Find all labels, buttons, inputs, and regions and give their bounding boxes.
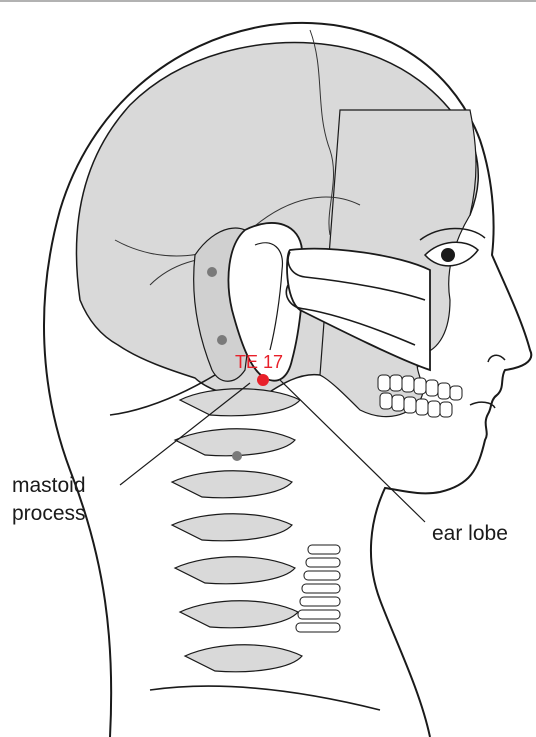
mastoid-label-line2: process [12, 502, 86, 525]
acupoint-dot-1 [207, 267, 217, 277]
eye-pupil [441, 248, 455, 262]
te17-point [257, 374, 269, 386]
acupoint-dot-3 [232, 451, 242, 461]
acupoint-dot-2 [217, 335, 227, 345]
ear-lobe-label: ear lobe [432, 522, 508, 545]
te17-label: TE 17 [235, 352, 283, 372]
mastoid-label-line1: mastoid [12, 474, 86, 497]
